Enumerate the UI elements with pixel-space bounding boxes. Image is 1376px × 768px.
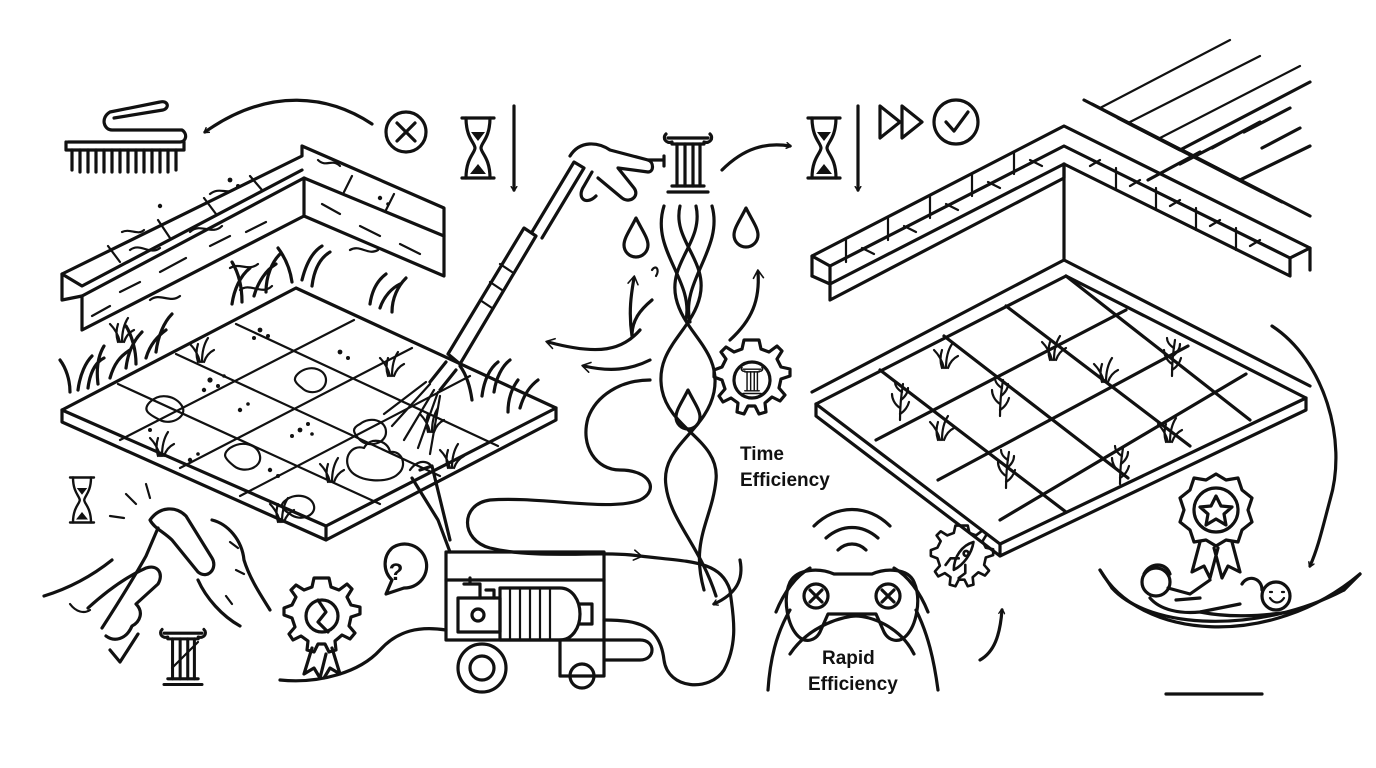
overgrown-patio-scene: ? xyxy=(42,98,558,687)
time-efficiency-label-line2: Efficiency xyxy=(740,470,830,491)
column-icon xyxy=(662,132,714,194)
gear-column-icon xyxy=(712,338,792,416)
scrubbing-hand-icon xyxy=(42,482,272,641)
gear-rocket-icon xyxy=(929,524,995,588)
gear-broken-icon xyxy=(282,576,362,680)
hammock-person-icon xyxy=(1098,563,1362,696)
fast-forward-icon xyxy=(878,104,924,140)
svg-text:?: ? xyxy=(389,559,404,586)
pressure-washer-icon xyxy=(278,464,743,694)
check-mark-icon xyxy=(108,632,140,664)
clean-patio-scene xyxy=(810,38,1362,696)
rapid-efficiency-label-line2: Efficiency xyxy=(808,674,898,695)
hourglass-icon xyxy=(68,476,96,524)
cross-circle-icon xyxy=(384,110,428,154)
game-controller-icon xyxy=(766,566,940,692)
pressure-washing-scene: Time Efficiency xyxy=(278,132,830,694)
water-drop-icon xyxy=(622,216,650,259)
time-efficiency-label-line1: Time xyxy=(740,444,784,465)
hourglass-icon xyxy=(806,116,842,180)
spray-gun-icon xyxy=(428,142,666,392)
scrub-brush-icon xyxy=(64,100,188,174)
speech-bubble-question-icon: ? xyxy=(383,542,429,596)
check-circle-icon xyxy=(932,98,980,146)
hourglass-icon xyxy=(460,116,496,180)
up-arrow xyxy=(978,610,1002,662)
cycle-arrow xyxy=(205,98,374,134)
award-ribbon-icon xyxy=(1178,472,1254,580)
rapid-efficiency-label-line1: Rapid xyxy=(822,648,875,669)
water-drop-icon xyxy=(732,206,760,249)
wifi-signal-icon xyxy=(812,507,892,552)
